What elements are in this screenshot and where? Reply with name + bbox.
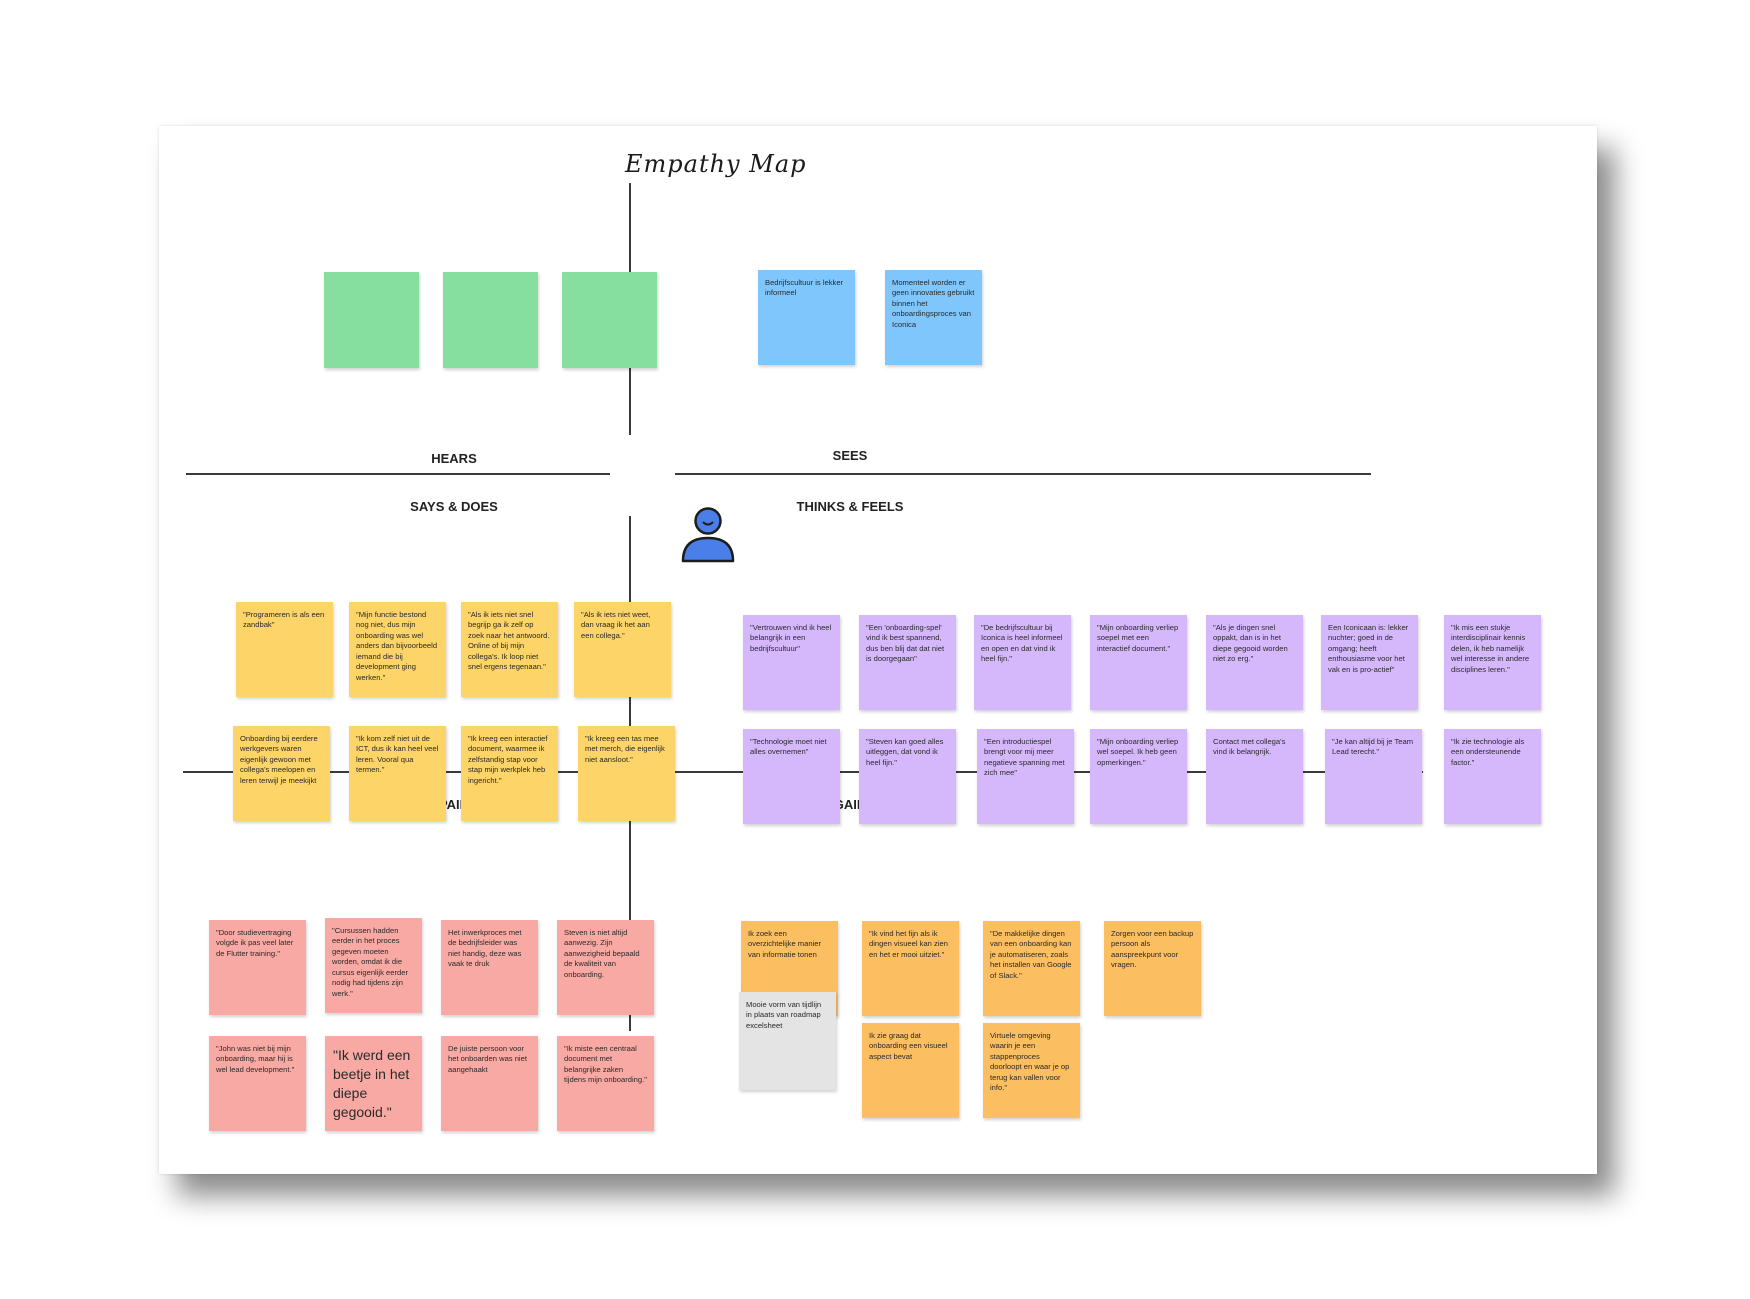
horizontal-divider-top-left — [186, 473, 610, 475]
hears-note[interactable] — [443, 272, 538, 368]
sees-note[interactable]: Momenteel worden er geen innovaties gebr… — [885, 270, 982, 365]
says-does-note[interactable]: "Mijn functie bestond nog niet, dus mijn… — [349, 602, 446, 697]
sees-note[interactable]: Bedrijfscultuur is lekker informeel — [758, 270, 855, 365]
empathy-map-board: Empathy Map HEARS SEES SAYS & DOES THINK… — [159, 126, 1597, 1174]
thinks-feels-note[interactable]: "Mijn onboarding verliep soepel met een … — [1090, 615, 1187, 710]
thinks-feels-note[interactable]: "Mijn onboarding verliep wel soepel. Ik … — [1090, 729, 1187, 824]
thinks-feels-note[interactable]: "Je kan altijd bij je Team Lead terecht.… — [1325, 729, 1422, 824]
pain-note[interactable]: "John was niet bij mijn onboarding, maar… — [209, 1036, 306, 1131]
label-thinks-feels: THINKS & FEELS — [796, 499, 904, 514]
thinks-feels-note[interactable]: Een Iconicaan is: lekker nuchter; goed i… — [1321, 615, 1418, 710]
pain-note[interactable]: De juiste persoon voor het onboarden was… — [441, 1036, 538, 1131]
says-does-note[interactable]: Onboarding bij eerdere werkgevers waren … — [233, 726, 330, 821]
pain-note[interactable]: "Cursussen hadden eerder in het proces g… — [325, 918, 422, 1013]
pain-note[interactable]: "Door studievertraging volgde ik pas vee… — [209, 920, 306, 1015]
says-does-note[interactable]: "Als ik iets niet weet, dan vraag ik het… — [574, 602, 671, 697]
thinks-feels-note[interactable]: "Als je dingen snel oppakt, dan is in he… — [1206, 615, 1303, 710]
pain-note[interactable]: "Ik werd een beetje in het diepe gegooid… — [325, 1036, 422, 1131]
thinks-feels-note[interactable]: Contact met collega's vind ik belangrijk… — [1206, 729, 1303, 824]
pain-note[interactable]: "Ik miste een centraal document met bela… — [557, 1036, 654, 1131]
says-does-note[interactable]: "Ik kom zelf niet uit de ICT, dus ik kan… — [349, 726, 446, 821]
thinks-feels-note[interactable]: "Ik zie technologie als een ondersteunen… — [1444, 729, 1541, 824]
person-icon — [681, 507, 735, 563]
gain-note[interactable]: Mooie vorm van tijdlijn in plaats van ro… — [739, 992, 836, 1090]
label-hears: HEARS — [431, 451, 477, 466]
thinks-feels-note[interactable]: "Een introductiespel brengt voor mij mee… — [977, 729, 1074, 824]
thinks-feels-note[interactable]: "De bedrijfscultuur bij Iconica is heel … — [974, 615, 1071, 710]
hears-note[interactable] — [562, 272, 657, 368]
says-does-note[interactable]: "Als ik iets niet snel begrijp ga ik zel… — [461, 602, 558, 697]
thinks-feels-note[interactable]: "Steven kan goed alles uitleggen, dat vo… — [859, 729, 956, 824]
thinks-feels-note[interactable]: "Technologie moet niet alles overnemen" — [743, 729, 840, 824]
gain-note[interactable]: Ik zie graag dat onboarding een visueel … — [862, 1023, 959, 1118]
gain-note[interactable]: "De makkelijke dingen van een onboarding… — [983, 921, 1080, 1016]
gain-note[interactable]: "Ik vind het fijn als ik dingen visueel … — [862, 921, 959, 1016]
gain-note[interactable]: Zorgen voor een backup persoon als aansp… — [1104, 921, 1201, 1016]
thinks-feels-note[interactable]: "Een 'onboarding-spel' vind ik best span… — [859, 615, 956, 710]
says-does-note[interactable]: "Ik kreeg een interactief document, waar… — [461, 726, 558, 821]
page-title: Empathy Map — [625, 150, 807, 178]
label-gain: GAIN — [833, 797, 867, 812]
pain-note[interactable]: Steven is niet altijd aanwezig. Zijn aan… — [557, 920, 654, 1015]
hears-note[interactable] — [324, 272, 419, 368]
label-says-does: SAYS & DOES — [410, 499, 498, 514]
thinks-feels-note[interactable]: "Vertrouwen vind ik heel belangrijk in e… — [743, 615, 840, 710]
label-sees: SEES — [832, 448, 868, 463]
pain-note[interactable]: Het inwerkproces met de bedrijfsleider w… — [441, 920, 538, 1015]
says-does-note[interactable]: "Programeren is als een zandbak" — [236, 602, 333, 697]
thinks-feels-note[interactable]: "Ik mis een stukje interdisciplinair ken… — [1444, 615, 1541, 710]
horizontal-divider-top-right — [675, 473, 1371, 475]
gain-note[interactable]: Virtuele omgeving waarin je een stappenp… — [983, 1023, 1080, 1118]
says-does-note[interactable]: "Ik kreeg een tas mee met merch, die eig… — [578, 726, 675, 821]
